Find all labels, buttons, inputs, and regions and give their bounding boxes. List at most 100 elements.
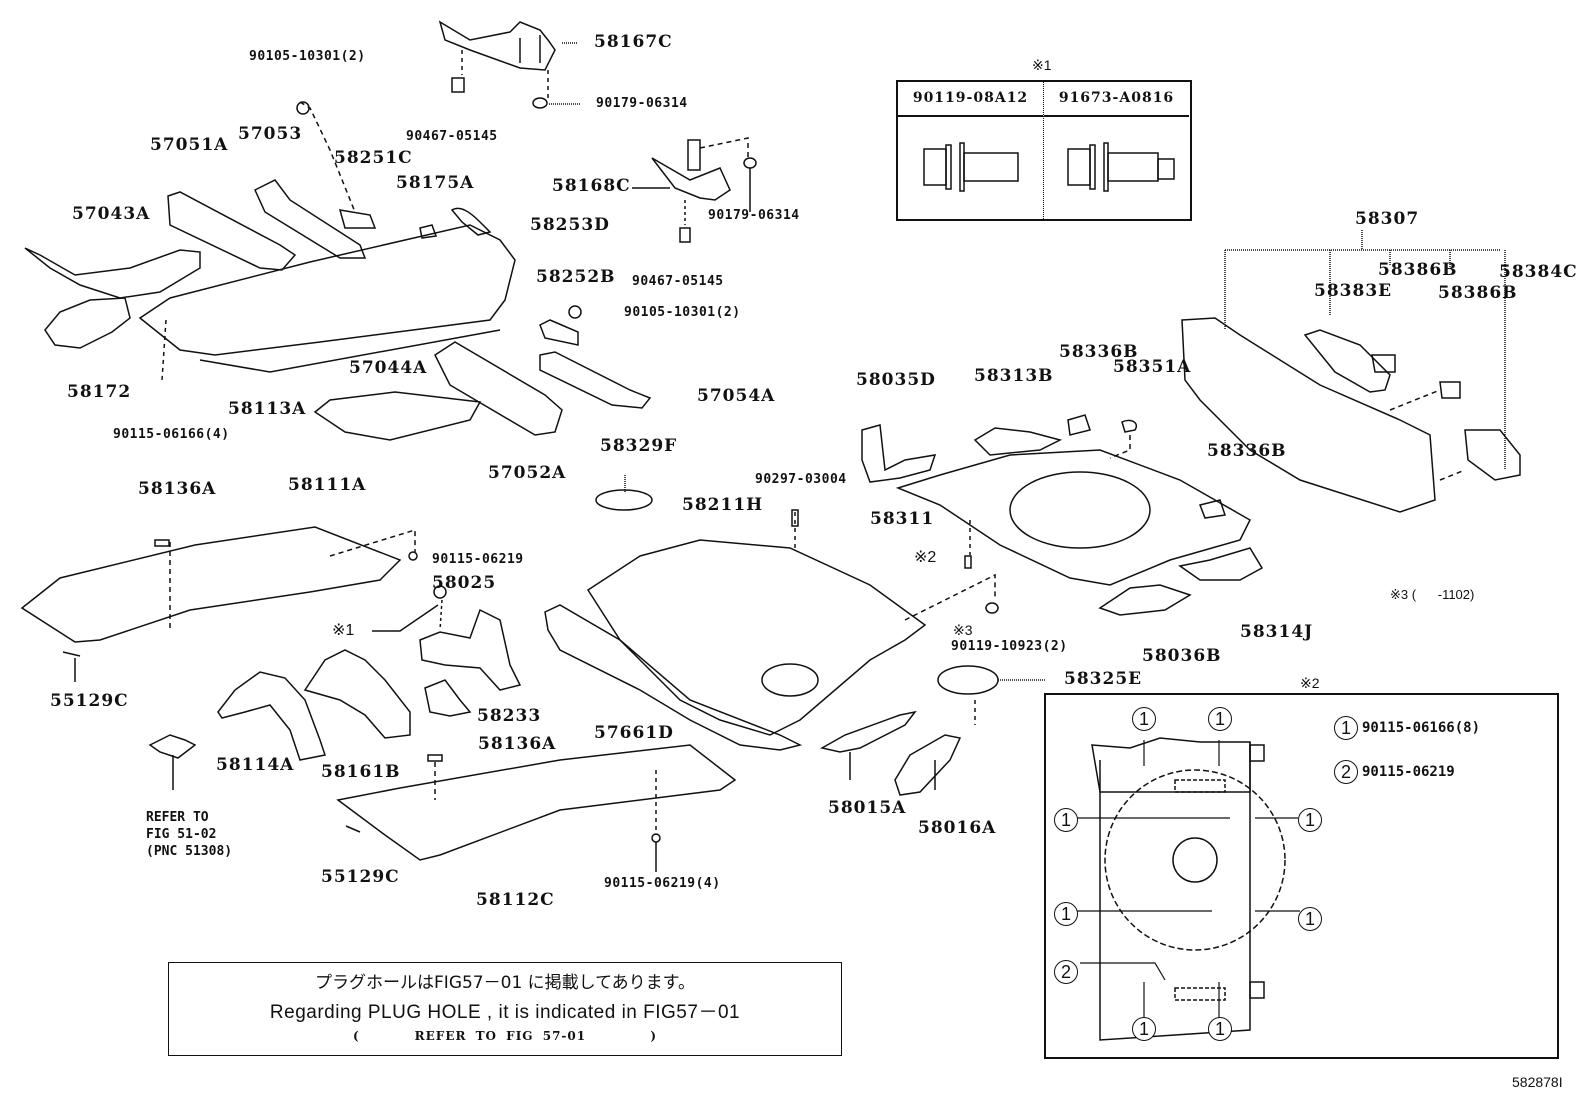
plug-hole-note-japanese: プラグホールはFIG57－01 に掲載してあります。	[315, 973, 695, 993]
label-58016a[interactable]: 58016A	[918, 818, 997, 838]
part-58336b-b-drawing	[1198, 499, 1226, 519]
label-58036b[interactable]: 58036B	[1142, 646, 1222, 666]
label-58252b[interactable]: 58252B	[536, 267, 616, 287]
part-58113a-drawing	[138, 224, 516, 356]
label-58111a[interactable]: 58111A	[288, 475, 367, 495]
label-58336b-b[interactable]: 58336B	[1207, 441, 1287, 461]
part-58307-drawing	[1181, 317, 1436, 513]
label-58351a[interactable]: 58351A	[1113, 357, 1192, 377]
label-58383e[interactable]: 58383E	[1314, 281, 1393, 301]
label-58161b[interactable]: 58161B	[321, 762, 401, 782]
ref1-table-header-1[interactable]: 91673-A0816	[1044, 82, 1189, 117]
bolt-90105-10301-mid	[568, 305, 582, 319]
label-55129c-a[interactable]: 55129C	[50, 691, 129, 711]
label-58113a[interactable]: 58113A	[228, 399, 307, 419]
label-58035d[interactable]: 58035D	[856, 370, 936, 390]
marker-1-icon: 1	[1054, 902, 1078, 926]
label-58253d[interactable]: 58253D	[530, 215, 610, 235]
label-55129c-b[interactable]: 55129C	[321, 867, 400, 887]
label-57054a[interactable]: 57054A	[697, 386, 776, 406]
label-58175a[interactable]: 58175A	[396, 173, 475, 193]
label-57051a[interactable]: 57051A	[150, 135, 229, 155]
label-58025[interactable]: 58025	[432, 573, 497, 593]
label-58172[interactable]: 58172	[67, 382, 132, 402]
label-58336b-a[interactable]: 58336B	[1059, 342, 1139, 362]
nut-90179-06314-a	[532, 97, 548, 109]
plug-hole-note-english: Regarding PLUG HOLE , it is indicated in…	[269, 1002, 741, 1023]
refer-to-fig-51-02[interactable]: REFER TO FIG 51-02 (PNC 51308)	[146, 810, 233, 859]
label-90105-10301-top[interactable]: 90105-10301(2)	[249, 49, 366, 64]
part-58111a-drawing	[20, 526, 402, 643]
label-58325e[interactable]: 58325E	[1064, 669, 1143, 689]
label-58211h[interactable]: 58211H	[682, 495, 764, 515]
bolt-90105-10301-top	[296, 101, 310, 115]
plug-hole-note-refer[interactable]: ( REFER TO FIG 57-01 )	[352, 1029, 658, 1043]
label-58015a[interactable]: 58015A	[828, 798, 907, 818]
label-58136a-top[interactable]: 58136A	[138, 479, 217, 499]
ref2-legend-part-2[interactable]: 90115-06219	[1362, 764, 1455, 780]
label-58136a-bot[interactable]: 58136A	[478, 734, 557, 754]
label-58112c[interactable]: 58112C	[476, 890, 555, 910]
ref1-table-header-0[interactable]: 90119-08A12	[898, 82, 1044, 117]
label-90297-03004[interactable]: 90297-03004	[755, 472, 847, 487]
label-58311[interactable]: 58311	[870, 509, 935, 529]
ref3-note: ※3 ( -1102)	[1390, 587, 1475, 602]
label-58386b-a[interactable]: 58386B	[1378, 260, 1458, 280]
part-58251c-drawing	[338, 209, 377, 229]
label-58313b[interactable]: 58313B	[974, 366, 1054, 386]
part-58175a-drawing	[419, 224, 438, 239]
part-58036b-drawing	[1098, 584, 1192, 616]
bolt-90115-06219-a	[408, 551, 418, 561]
label-58168c[interactable]: 58168C	[552, 176, 631, 196]
part-58025-drawing	[419, 608, 522, 691]
label-58167c[interactable]: 58167C	[594, 32, 673, 52]
label-58386b-b[interactable]: 58386B	[1438, 283, 1518, 303]
label-58329f[interactable]: 58329F	[600, 436, 678, 456]
label-90115-06166-4[interactable]: 90115-06166(4)	[113, 427, 230, 442]
part-58035d-drawing	[861, 424, 937, 483]
bolt-91673-a0816-icon	[1067, 142, 1175, 192]
label-90119-10923[interactable]: 90119-10923(2)	[951, 639, 1068, 654]
ref2-callout[interactable]: ※2	[914, 549, 937, 566]
label-57044a[interactable]: 57044A	[349, 358, 428, 378]
plug-58136a-bot	[427, 754, 443, 762]
part-58211h-drawing	[586, 539, 927, 736]
label-90467-05145-b[interactable]: 90467-05145	[632, 274, 724, 289]
label-58233[interactable]: 58233	[477, 706, 542, 726]
nut-90179-06314-b	[743, 157, 757, 169]
label-90179-06314-b[interactable]: 90179-06314	[708, 208, 800, 223]
part-57044a-drawing	[313, 391, 482, 441]
label-58114a[interactable]: 58114A	[216, 755, 295, 775]
plug-58329f	[595, 489, 653, 511]
ref2-legend-part-1[interactable]: 90115-06166(8)	[1362, 720, 1481, 736]
part-58253d-drawing	[450, 207, 492, 236]
plug-hole-note: プラグホールはFIG57－01 に掲載してあります。 Regarding PLU…	[168, 962, 842, 1056]
bolt-90115-06219-4	[651, 833, 661, 843]
part-58313b-drawing	[973, 427, 1063, 456]
label-90105-10301-mid[interactable]: 90105-10301(2)	[624, 305, 741, 320]
marker-1-icon: 1	[1208, 707, 1232, 731]
part-55129c-a-drawing	[62, 651, 81, 657]
label-57043a[interactable]: 57043A	[72, 204, 151, 224]
part-58386b-b-drawing	[1439, 381, 1461, 399]
marker-1-icon: 1	[1334, 716, 1358, 740]
ref1-bolt-table: 90119-08A12 91673-A0816	[896, 80, 1192, 221]
plug-58325e	[937, 665, 999, 695]
label-57661d[interactable]: 57661D	[594, 723, 674, 743]
label-58314j[interactable]: 58314J	[1240, 622, 1314, 642]
label-90179-06314-a[interactable]: 90179-06314	[596, 96, 688, 111]
label-57053[interactable]: 57053	[238, 124, 303, 144]
part-58383e-drawing	[1303, 329, 1391, 393]
part-57052a-drawing	[434, 341, 563, 436]
label-90115-06219-a[interactable]: 90115-06219	[432, 552, 524, 567]
nut-90467-05145-a	[451, 77, 465, 93]
label-58251c[interactable]: 58251C	[334, 148, 413, 168]
label-90467-05145-a[interactable]: 90467-05145	[406, 129, 498, 144]
label-58307[interactable]: 58307	[1355, 209, 1420, 229]
label-90115-06219-4[interactable]: 90115-06219(4)	[604, 876, 721, 891]
ref1-callout[interactable]: ※1	[332, 622, 355, 639]
label-58384c[interactable]: 58384C	[1499, 262, 1578, 282]
label-57052a[interactable]: 57052A	[488, 463, 567, 483]
